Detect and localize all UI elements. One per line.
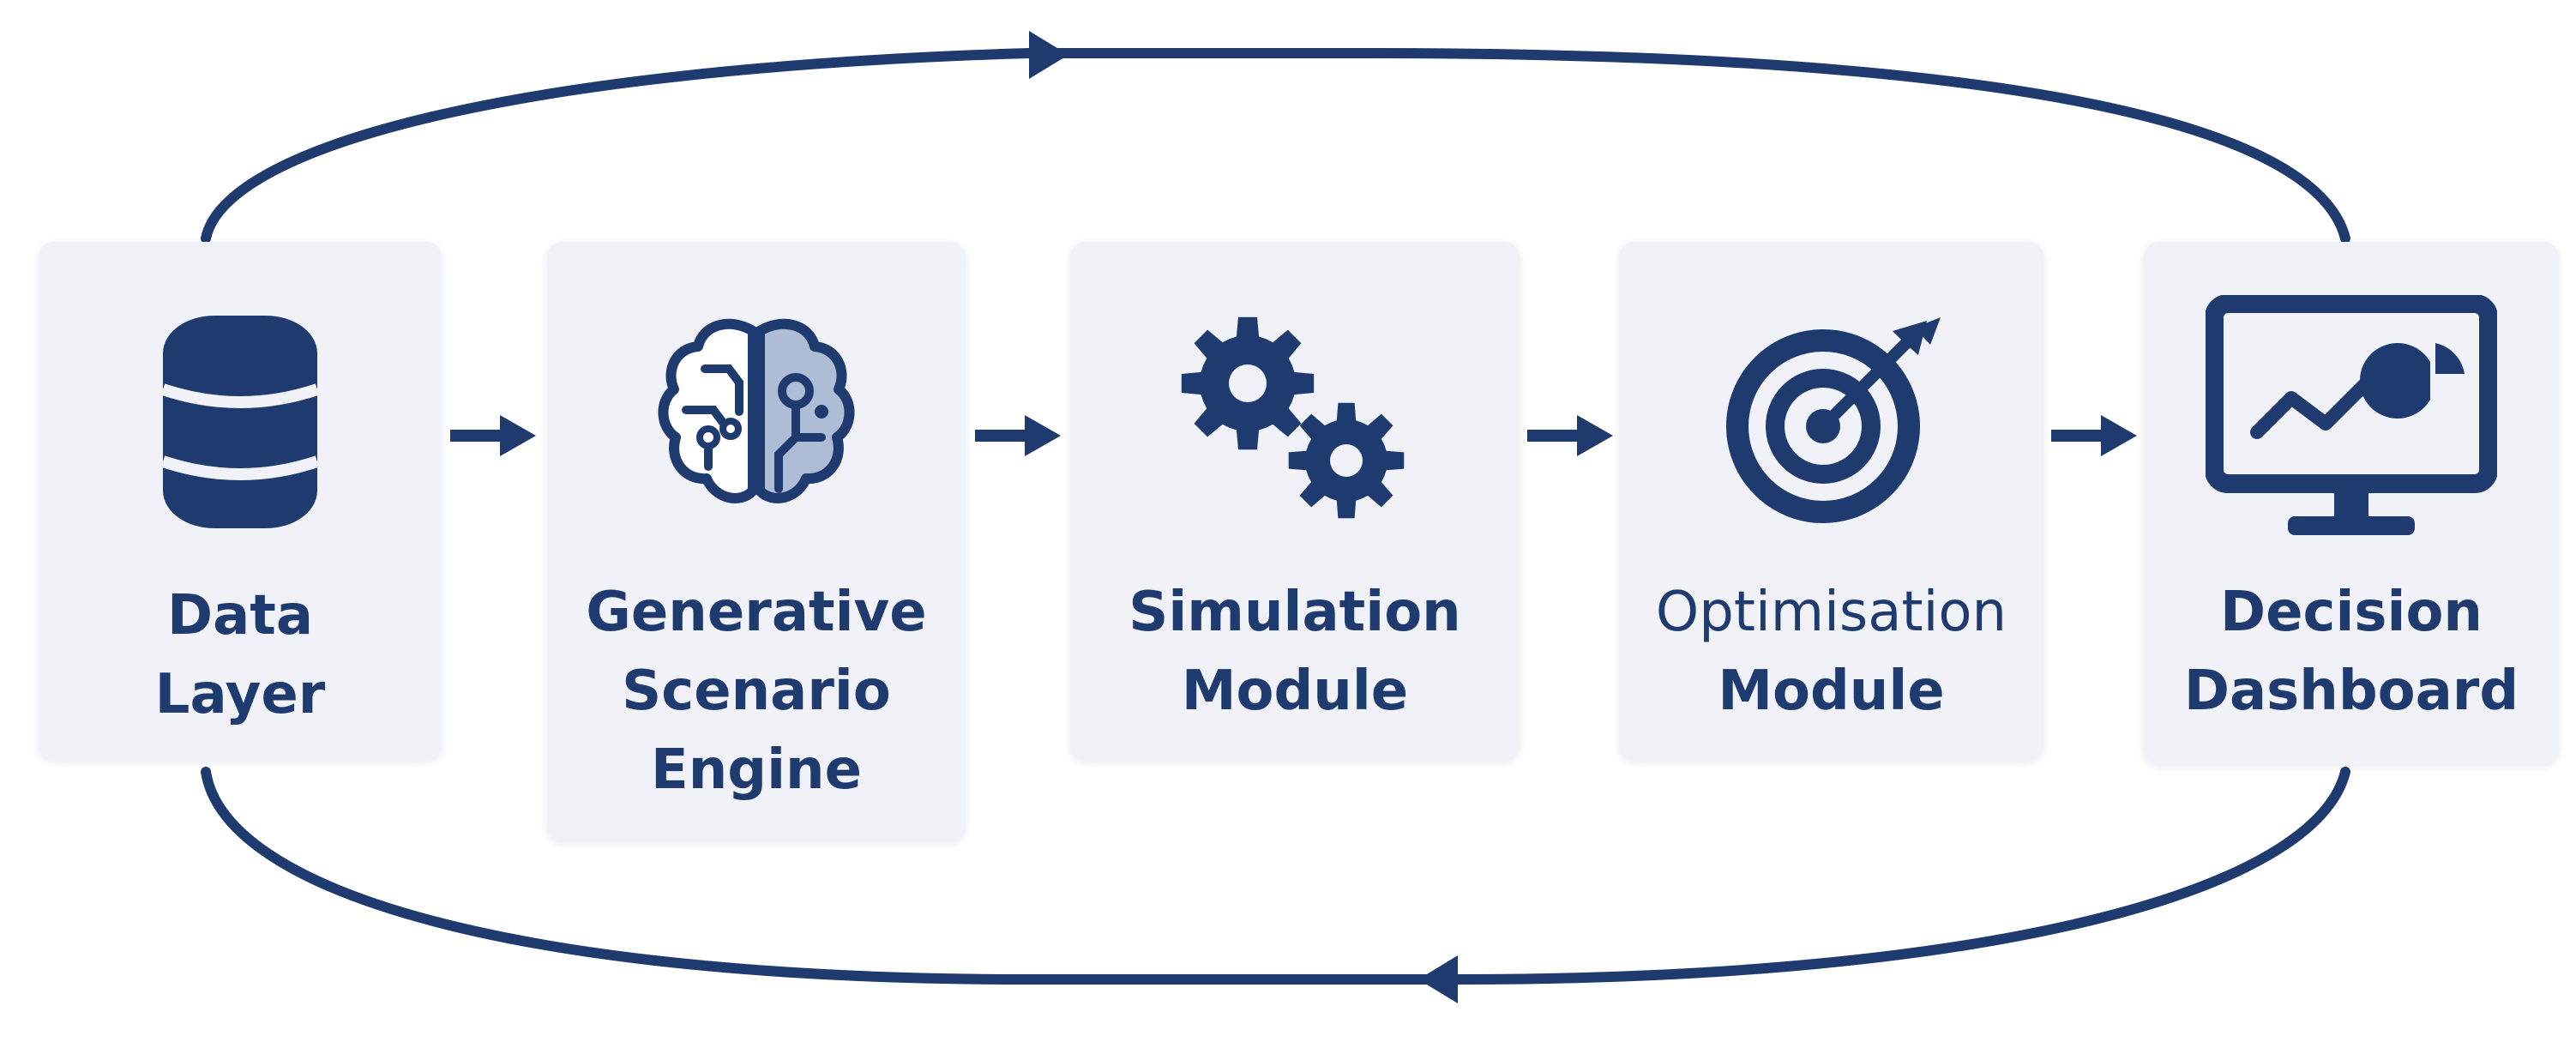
node-simulation-module: Simulation Module	[1070, 242, 1520, 761]
node-label: Decision Dashboard	[2144, 573, 2559, 731]
flow-arrow-1	[450, 415, 536, 456]
gear-hole	[1330, 444, 1363, 477]
bottom-feedback-loop	[201, 767, 2350, 985]
node-label-line: Simulation	[1129, 581, 1461, 644]
bottom-loop-arrowhead	[1418, 955, 1458, 1003]
node-label: Data Layer	[39, 576, 442, 734]
node-label-line: Engine	[651, 738, 862, 802]
flow-arrow-2	[975, 415, 1061, 456]
monitor-chart-icon	[2206, 295, 2497, 535]
node-label-line: Dashboard	[2183, 660, 2519, 723]
database-icon	[160, 316, 320, 528]
brain-circuit-icon	[658, 318, 855, 503]
gears-icon	[1181, 316, 1405, 519]
gear-hole	[1229, 364, 1267, 402]
target-arrow-icon	[1725, 317, 1941, 523]
node-label: Generative Scenario Engine	[547, 573, 966, 810]
node-label: Simulation Module	[1070, 573, 1520, 731]
node-label-line: Module	[1181, 660, 1409, 723]
node-label-line: Layer	[154, 663, 326, 726]
node-label-line: Scenario	[622, 660, 891, 723]
node-optimisation-module: Optimisation Module	[1619, 242, 2043, 761]
node-label-line: Generative	[586, 581, 927, 644]
flow-arrow-3	[1527, 415, 1613, 456]
flow-arrow-4	[2051, 415, 2137, 456]
node-label-line: Optimisation	[1655, 581, 2007, 644]
node-decision-dashboard: Decision Dashboard	[2144, 242, 2559, 765]
node-label-line: Decision	[2220, 581, 2483, 644]
node-label: Optimisation Module	[1619, 573, 2043, 731]
node-generative-scenario-engine: Generative Scenario Engine	[547, 242, 966, 842]
node-data-layer: Data Layer	[39, 242, 442, 761]
top-feedback-loop	[201, 48, 2350, 244]
top-loop-arrowhead	[1029, 31, 1068, 79]
node-label-line: Data	[166, 584, 314, 647]
node-label-line: Module	[1718, 660, 1945, 723]
